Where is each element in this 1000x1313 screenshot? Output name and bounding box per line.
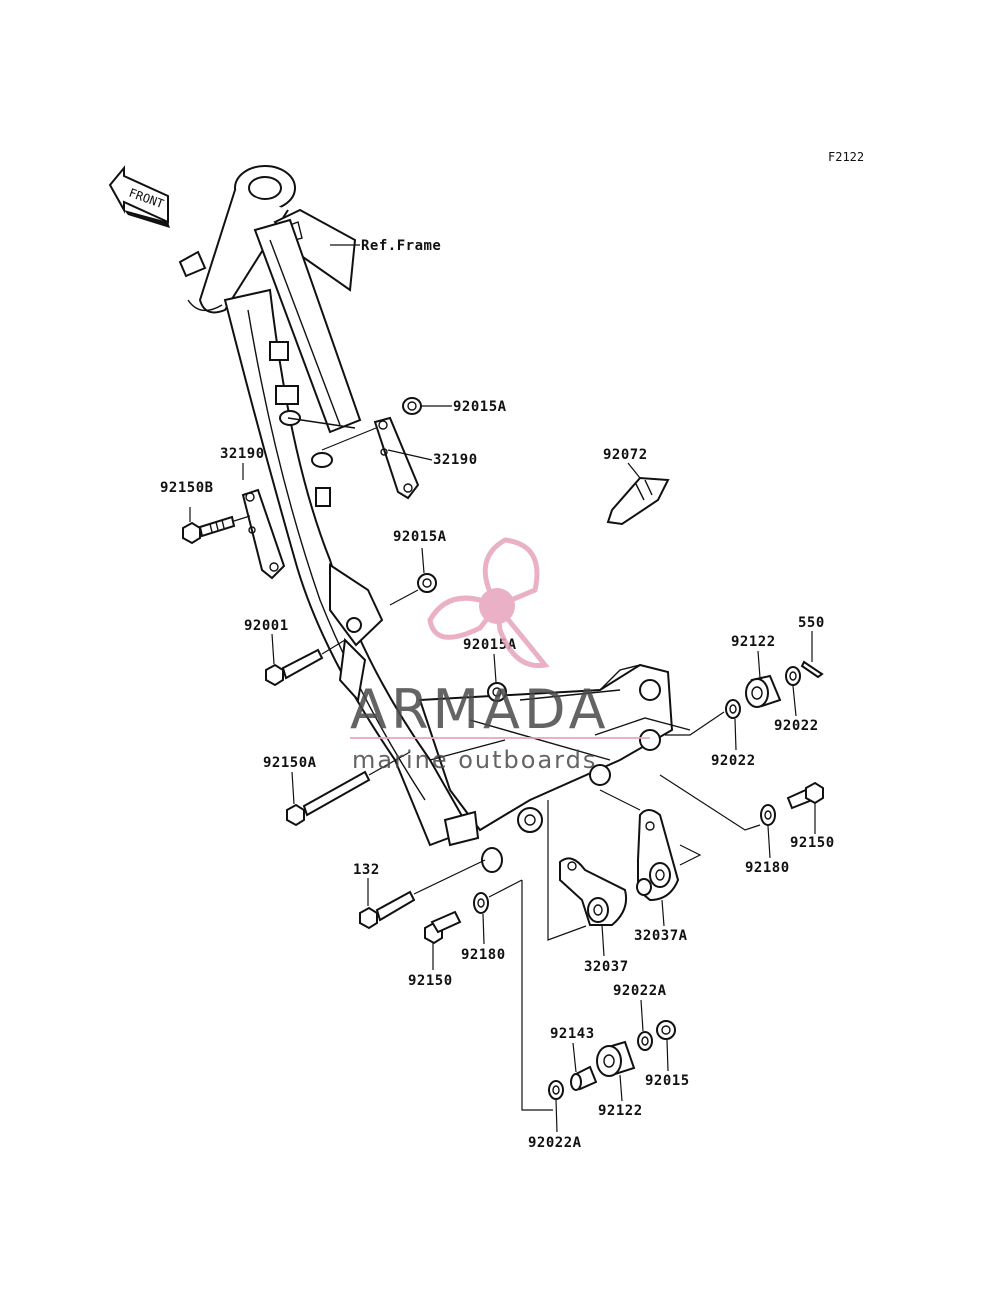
label-550: 550 [798,615,825,631]
label-92022A-bottom: 92022A [528,1135,582,1151]
label-92122-bottom: 92122 [598,1103,643,1119]
washer-92180-left [473,892,489,914]
spacer-92122-bottom [596,1040,636,1077]
label-92022-right: 92022 [774,718,819,734]
label-92150-right: 92150 [790,835,835,851]
bolt-92150a [286,770,371,827]
washer-92022-right [785,666,801,686]
nut-92015a-top [402,397,422,415]
label-92015A-mid: 92015A [393,529,447,545]
front-arrow-icon: FRONT [108,165,170,228]
washer-92022-left [725,699,741,719]
nut-92015 [656,1020,676,1040]
bracket-32037a [636,809,680,902]
label-92150-left: 92150 [408,973,453,989]
figure-code: F2122 [828,150,864,164]
bolt-92150-right [786,781,824,810]
label-92180-right: 92180 [745,860,790,876]
label-32037A: 32037A [634,928,688,944]
nut-92015a-mid [417,573,437,593]
bolt-132 [359,890,416,930]
label-92015A-top: 92015A [453,399,507,415]
clamp-92072 [606,476,670,526]
label-32037: 32037 [584,959,629,975]
part-labels: 92015A 32190 32190 92150B 92072 92015A 9… [160,399,835,1151]
label-92150B: 92150B [160,480,214,496]
cotter-pin-550 [800,660,824,679]
watermark-brand: ARMADA [350,678,610,741]
nut-92015a-low [487,682,507,702]
collar-92143 [570,1065,598,1091]
bolt-92001 [265,648,324,687]
label-92143: 92143 [550,1026,595,1042]
label-92122-top: 92122 [731,634,776,650]
label-92001: 92001 [244,618,289,634]
watermark-underline [350,737,650,739]
label-92072: 92072 [603,447,648,463]
washer-92180-right [760,804,776,826]
label-92150A: 92150A [263,755,317,771]
watermark: ARMADA marine outboards [350,537,650,774]
propeller-icon [427,537,550,669]
label-32190-right: 32190 [433,452,478,468]
washer-92022a-top [637,1031,653,1051]
bolt-92150b [182,515,236,545]
bolt-92150-left [424,910,462,945]
engine-bracket-32190-right [373,416,420,500]
label-92015: 92015 [645,1073,690,1089]
label-92022-left: 92022 [711,753,756,769]
label-92022A-top: 92022A [613,983,667,999]
washer-92022a-bottom [548,1080,564,1100]
frame-drawing [178,165,691,873]
ref-frame-label: Ref.Frame [361,238,441,254]
label-92180-left: 92180 [461,947,506,963]
watermark-tagline: marine outboards [352,746,597,774]
bracket-32037 [559,857,628,926]
engine-bracket-32190-left [241,488,286,580]
spacer-92122-top [745,674,782,708]
label-132: 132 [353,862,380,878]
label-32190-left: 32190 [220,446,265,462]
